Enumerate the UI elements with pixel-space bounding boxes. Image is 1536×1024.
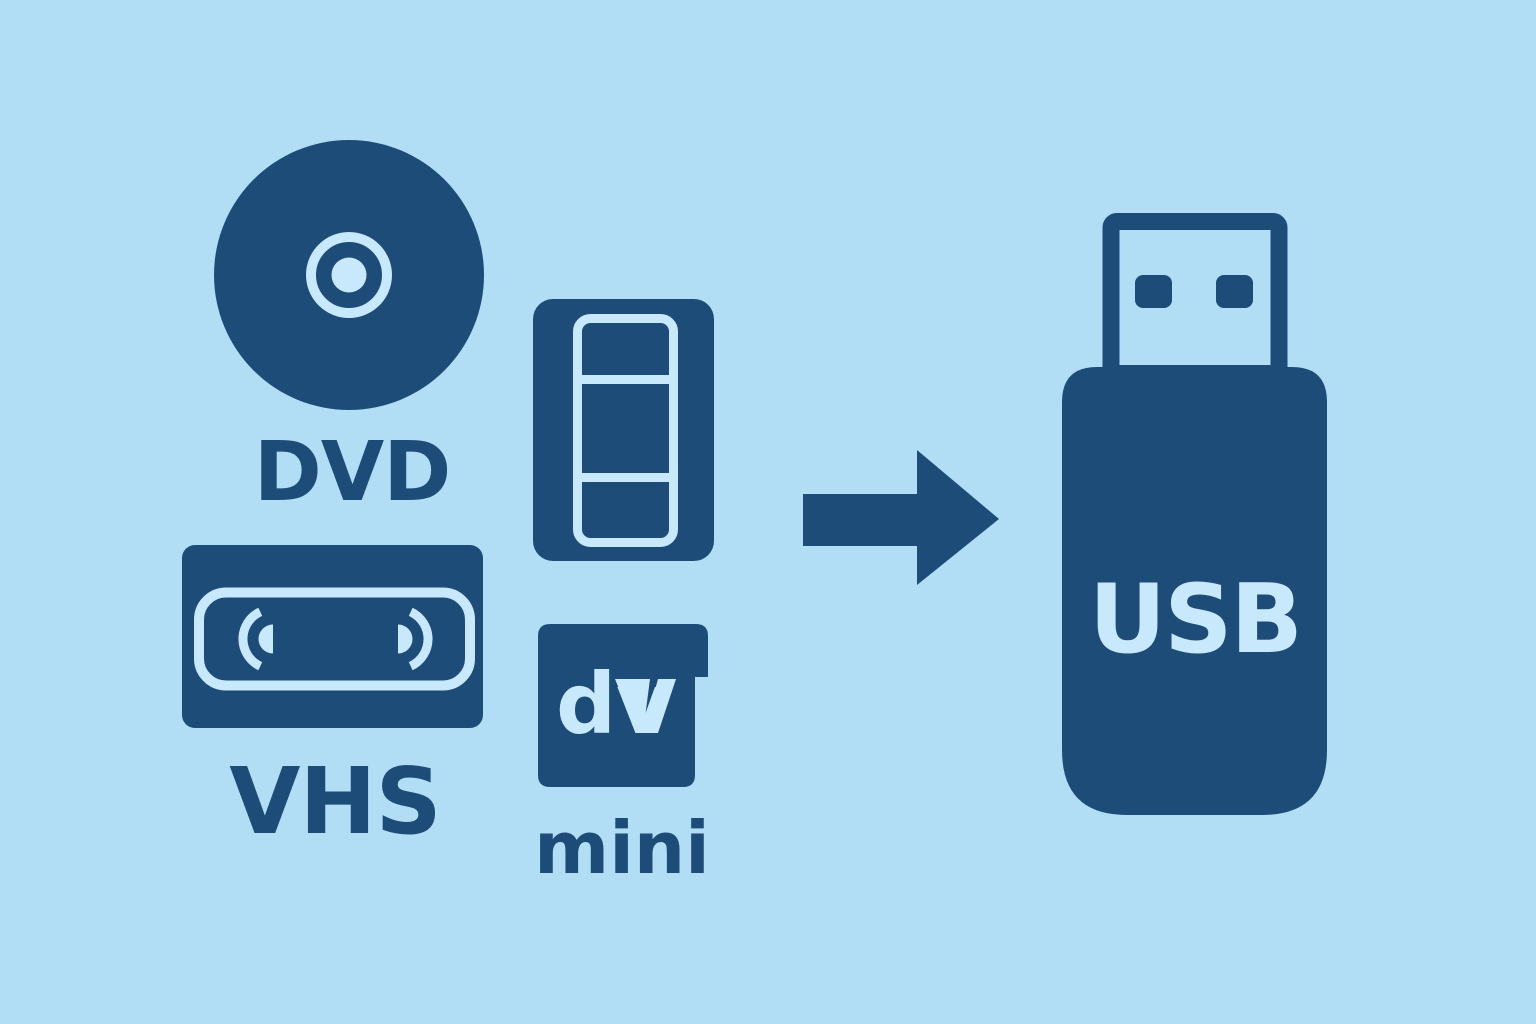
vhs-label: VHS	[229, 748, 440, 855]
minidv-v-letter	[615, 679, 650, 733]
usb-flash-drive-icon: USB	[1062, 213, 1327, 815]
usb-body	[1062, 367, 1327, 815]
vhs-right-reel-arc	[408, 607, 433, 671]
usb-contact-right	[1216, 275, 1253, 308]
usb-label: USB	[1089, 565, 1301, 675]
minidv-cassette-icon: dv	[538, 624, 708, 787]
minidv-body	[538, 624, 708, 787]
film-strip-frame-outline	[573, 314, 678, 547]
usb-contact-left	[1135, 275, 1172, 308]
minidv-slash	[643, 679, 676, 733]
minidv-label: mini	[534, 806, 710, 890]
dvd-disc-icon	[214, 140, 484, 410]
vhs-right-reel-hub	[398, 624, 413, 654]
film-strip-body	[533, 299, 714, 561]
disc-inner-ring	[306, 232, 392, 318]
vhs-body	[182, 545, 483, 728]
vhs-tape-icon	[182, 545, 483, 728]
vhs-left-reel-arc	[238, 607, 263, 671]
vhs-window-outline	[194, 587, 475, 691]
disc-center-hole	[331, 257, 367, 293]
dvd-label: DVD	[254, 425, 451, 520]
vhs-left-reel-hub	[258, 624, 273, 654]
film-strip-icon	[533, 299, 714, 561]
arrow-right-icon	[803, 450, 999, 585]
